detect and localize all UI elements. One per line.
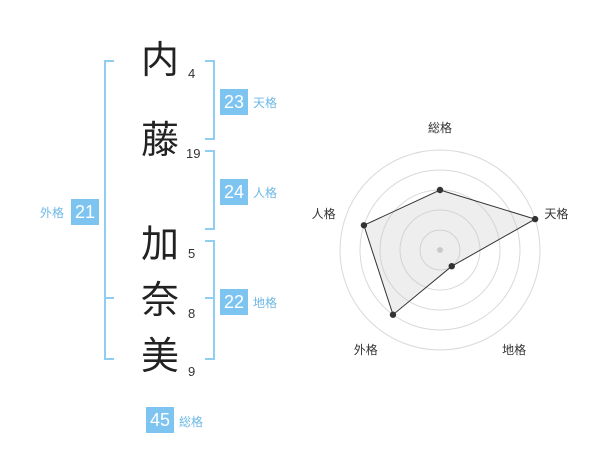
radar-center bbox=[437, 247, 443, 253]
radar-axis-label-4: 人格 bbox=[312, 206, 336, 221]
stroke-count-3: 5 bbox=[188, 246, 196, 261]
gaikaku-label: 外格 bbox=[40, 206, 65, 220]
stroke-count-4: 8 bbox=[188, 306, 196, 321]
soukaku-value: 45 bbox=[146, 407, 174, 433]
chikaku-label: 地格 bbox=[253, 296, 278, 310]
chikaku-connector bbox=[205, 297, 215, 299]
radar-axis-label-2: 地格 bbox=[502, 342, 526, 357]
name-char-3: 加 bbox=[140, 222, 179, 266]
jinkaku-label: 人格 bbox=[253, 186, 278, 200]
name-char-2: 藤 bbox=[140, 118, 179, 162]
soukaku-label: 総格 bbox=[179, 415, 204, 429]
radar-point-3 bbox=[389, 311, 397, 318]
tenkaku-value: 23 bbox=[220, 89, 248, 115]
chikaku-bracket bbox=[205, 240, 215, 360]
name-char-1: 内 bbox=[140, 38, 179, 82]
radar-axis-label-0: 総格 bbox=[428, 120, 452, 135]
radar-point-1 bbox=[531, 215, 539, 223]
stroke-count-1: 4 bbox=[188, 66, 196, 81]
radar-point-2 bbox=[448, 262, 455, 270]
radar-ring-5 bbox=[339, 149, 541, 351]
stroke-count-5: 9 bbox=[188, 364, 196, 379]
jinkaku-value: 24 bbox=[220, 179, 248, 205]
name-char-5: 美 bbox=[140, 334, 179, 378]
gaikaku-bracket bbox=[104, 60, 114, 360]
radar-axis-label-3: 外格 bbox=[354, 342, 378, 357]
radar-point-0 bbox=[436, 186, 444, 194]
gaikaku-connector bbox=[104, 297, 114, 299]
radar-series-area bbox=[363, 189, 537, 316]
name-char-4: 奈 bbox=[140, 278, 179, 322]
stroke-count-2: 19 bbox=[186, 146, 201, 161]
tenkaku-label: 天格 bbox=[253, 96, 278, 110]
radar-axis-label-1: 天格 bbox=[544, 206, 568, 221]
chikaku-value: 22 bbox=[220, 289, 248, 315]
tenkaku-bracket bbox=[205, 60, 215, 140]
radar-ring-1 bbox=[419, 229, 461, 271]
radar-point-4 bbox=[360, 222, 368, 229]
jinkaku-bracket bbox=[205, 150, 215, 230]
gaikaku-value: 21 bbox=[71, 199, 99, 225]
radar-ring-4 bbox=[359, 169, 521, 331]
